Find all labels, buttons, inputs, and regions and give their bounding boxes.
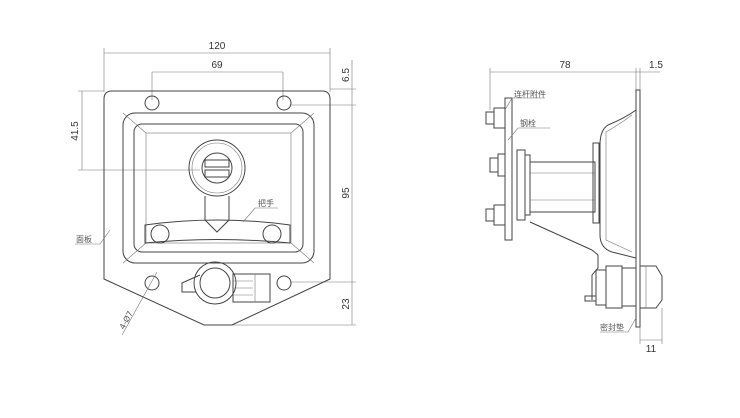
dim-1-5-label: 1.5 (649, 60, 663, 71)
bolts (485, 107, 506, 226)
recess-mid (133, 123, 304, 253)
linkage-plate (504, 97, 513, 241)
front-view: 120 69 41.5 6.5 95 23 (70, 41, 356, 336)
mounting-holes (144, 95, 292, 291)
dim-lock-offset: 41.5 (70, 90, 200, 171)
dim-hole-spacing: 69 (151, 60, 284, 100)
label-handle: 把手 (258, 198, 274, 208)
dim-120-label: 120 (209, 41, 226, 52)
dim-78-label: 78 (559, 60, 571, 71)
dim-depth: 78 1.5 (489, 60, 663, 110)
panel-plate (103, 90, 331, 326)
label-bolt: 钢栓 (520, 118, 536, 128)
label-holes: 4-Ø7 (117, 309, 135, 331)
label-panel: 面板 (76, 234, 92, 244)
side-panel-plate (635, 89, 641, 328)
dim-41-5-label: 41.5 (70, 121, 81, 141)
lock-cylinder (188, 139, 246, 197)
side-view: 78 1.5 (485, 60, 663, 355)
dim-95-label: 95 (341, 187, 352, 199)
dim-width-total: 120 (103, 41, 331, 92)
label-linkage: 连杆附件 (514, 89, 546, 99)
dim-6-5-label: 6.5 (341, 68, 352, 82)
recess-inner (145, 132, 292, 244)
handle (144, 196, 291, 244)
dim-69-label: 69 (211, 60, 223, 71)
dim-protrusion: 11 (639, 308, 663, 355)
side-cup (599, 109, 637, 259)
recess-outer (122, 112, 315, 264)
side-lock-cylinder (584, 265, 663, 309)
label-gasket: 密封垫 (600, 322, 624, 332)
latch-button (181, 261, 271, 305)
rod-assembly (516, 142, 600, 300)
dim-11-label: 11 (646, 344, 657, 355)
dim-23-label: 23 (341, 298, 352, 310)
